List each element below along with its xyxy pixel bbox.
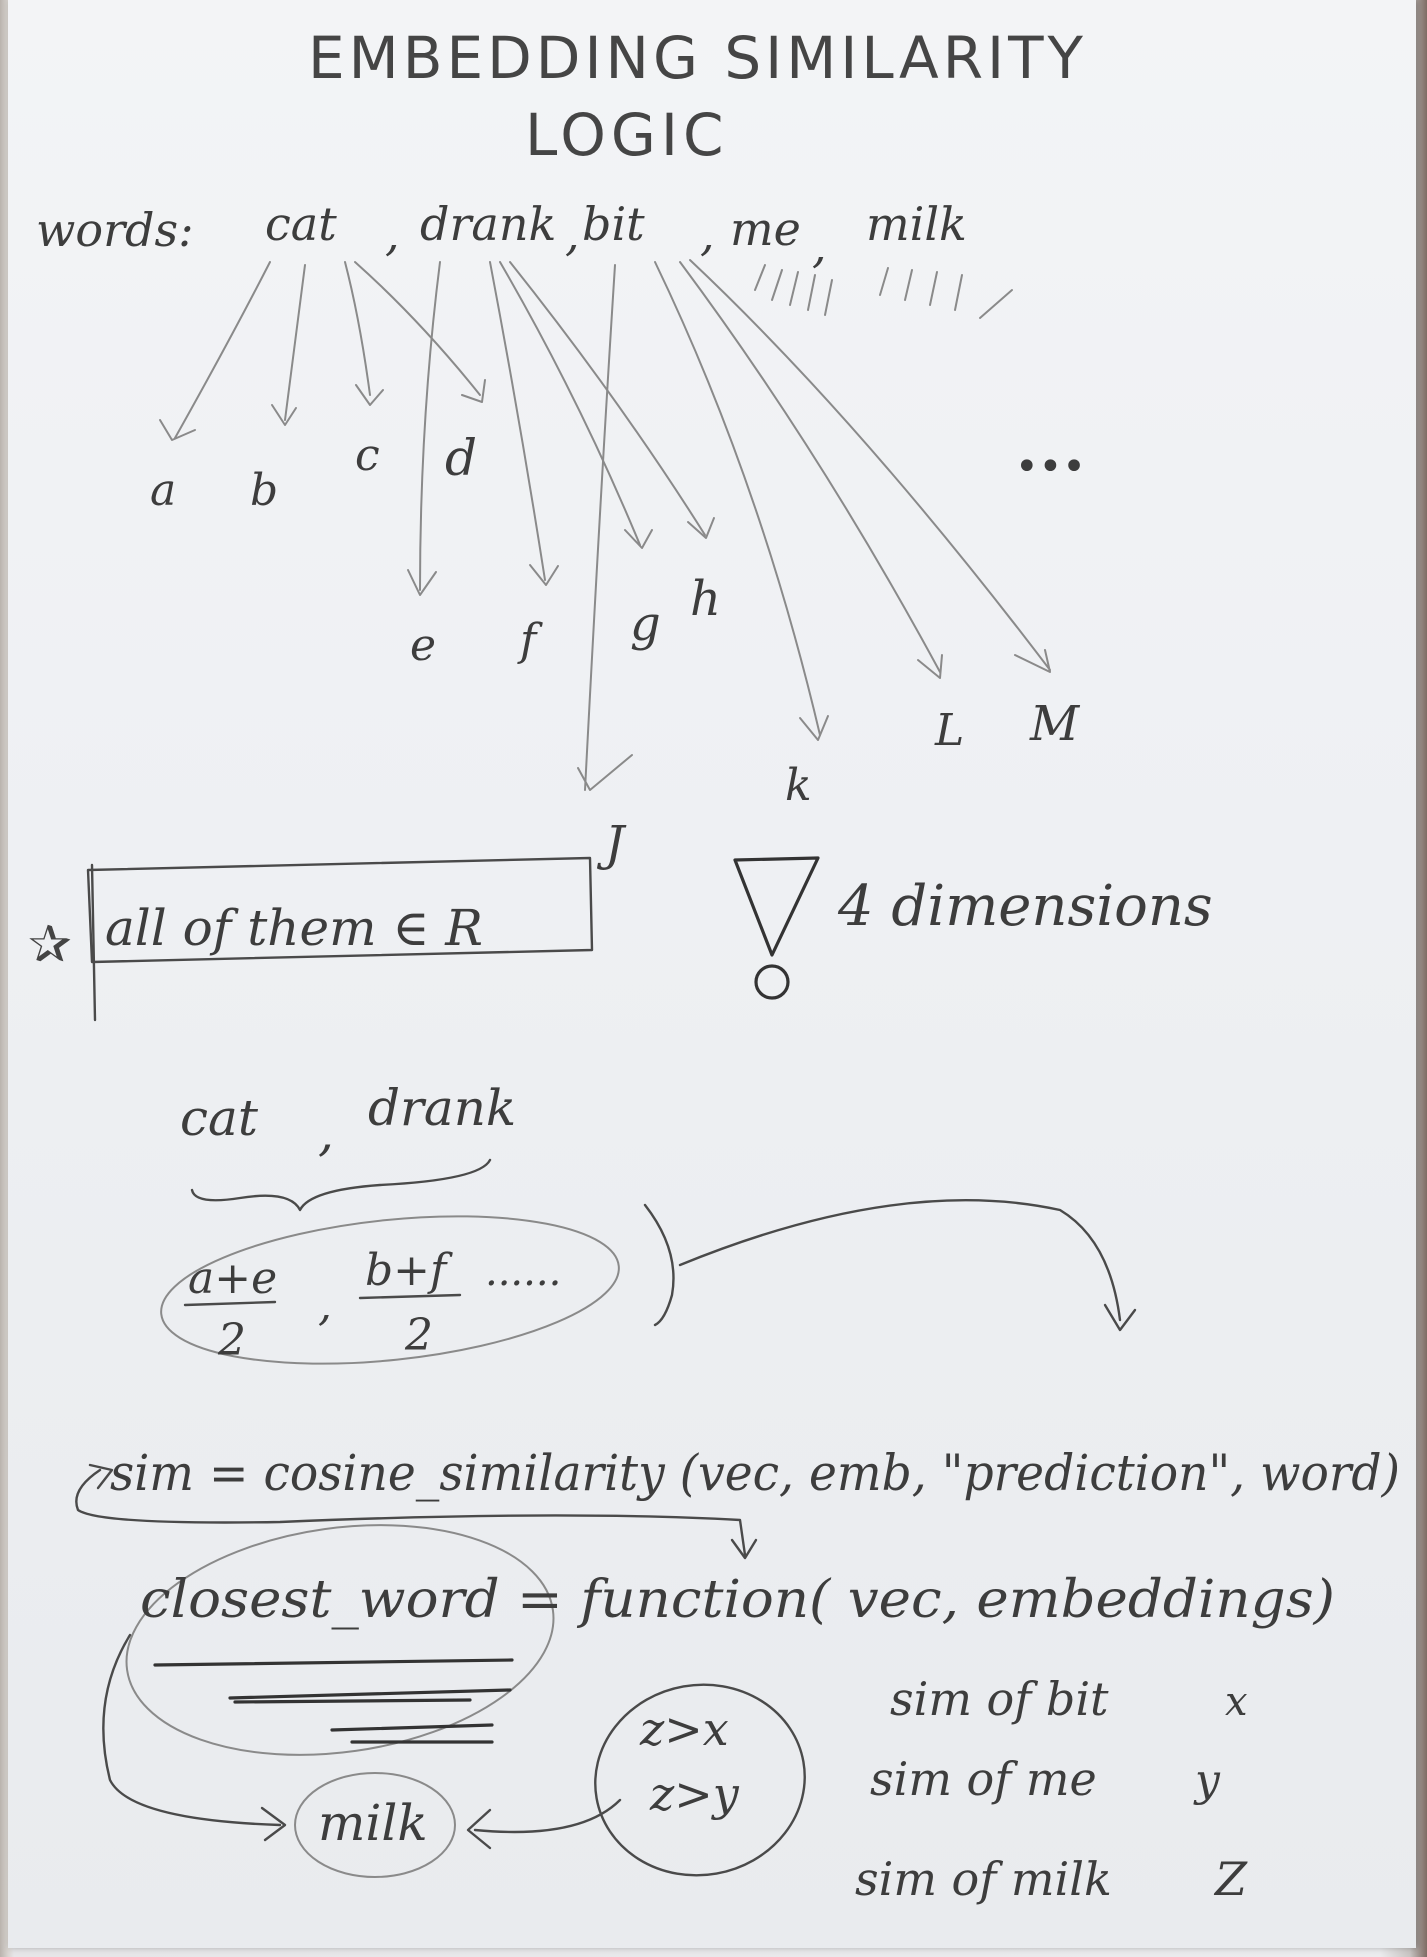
- sim-milk-text: sim of milk: [855, 1852, 1112, 1906]
- arrow-cat-a: [174, 261, 271, 439]
- notebook-page: [8, 0, 1416, 1948]
- averages-ellipsis: ......: [485, 1249, 561, 1295]
- exclamation-dot-icon: [754, 964, 790, 1000]
- dimension-h: h: [690, 571, 721, 627]
- word-me: me: [730, 202, 801, 256]
- comparison-outline: [594, 1683, 806, 1877]
- dimension-j: J: [596, 816, 627, 872]
- sim-milk-var: Z: [1213, 1852, 1248, 1906]
- comparison-1: z>x: [639, 1702, 729, 1756]
- arrow-bit-l: [679, 261, 941, 673]
- arrow-bit-k: [654, 261, 821, 736]
- dimensions-note: 4 dimensions: [837, 874, 1213, 939]
- dimension-a: a: [150, 465, 176, 516]
- milk-outline: [294, 1772, 456, 1878]
- sim-line: sim = cosine_similarity (vec, emb, "pred…: [110, 1444, 1400, 1502]
- pair-word-cat: cat: [180, 1089, 259, 1147]
- exclamation-icon: [733, 856, 820, 957]
- tally-marks: [754, 264, 1013, 319]
- average-1-denominator: 2: [217, 1315, 246, 1366]
- comparison-2: z>y: [649, 1767, 740, 1821]
- dimension-m: M: [1029, 696, 1081, 752]
- sim-me-text: sim of me: [870, 1752, 1097, 1806]
- word-cat: cat: [265, 197, 337, 251]
- ellipsis-more-dimensions: •••: [1015, 444, 1086, 490]
- title-line-1: EMBEDDING SIMILARITY: [308, 24, 1087, 92]
- arrow-drank-f: [489, 261, 546, 581]
- dimension-f: f: [517, 615, 543, 666]
- arrow-drank-h: [509, 261, 706, 536]
- sim-bit-var: x: [1225, 1679, 1248, 1725]
- word-drank: drank: [420, 197, 556, 251]
- dimension-b: b: [250, 465, 278, 516]
- average-1-numerator: a+e: [188, 1253, 277, 1304]
- dimension-c: c: [355, 430, 380, 481]
- word-separator-1: ,: [385, 207, 400, 261]
- arrow-to-milk: [102, 1633, 282, 1827]
- title-line-2: LOGIC: [525, 101, 728, 169]
- word-separator-4: ,: [812, 219, 827, 273]
- arrow-bit-m: [689, 259, 1051, 671]
- arrow-drank-e: [419, 261, 441, 591]
- real-numbers-text: all of them ∈ R: [105, 899, 483, 957]
- average-2-numerator: b+f: [365, 1245, 453, 1296]
- sim-me-var: y: [1193, 1755, 1221, 1806]
- closest-word-outline: [125, 1524, 555, 1756]
- arrow-cat-d: [354, 261, 481, 396]
- word-bit: bit: [582, 197, 645, 251]
- word-separator-3: ,: [700, 207, 715, 261]
- word-milk: milk: [866, 197, 967, 251]
- words-label: words:: [36, 203, 194, 257]
- mapping-arrows: [159, 259, 1051, 791]
- dimension-d: d: [445, 429, 477, 487]
- star-icon: ✰: [28, 915, 72, 975]
- closest-word-line: closest_word = function( vec, embeddings…: [140, 1570, 1335, 1630]
- loop-arrow: [75, 1468, 747, 1557]
- average-2-denominator: 2: [404, 1310, 433, 1361]
- pair-underbrace: [190, 1158, 492, 1212]
- dimension-l: L: [934, 705, 964, 756]
- real-numbers-box: [86, 856, 594, 964]
- dimension-k: k: [785, 760, 812, 811]
- averages-outline: [160, 1215, 620, 1365]
- sim-bit-text: sim of bit: [890, 1672, 1109, 1726]
- arrow-to-prediction: [678, 1199, 1122, 1322]
- averages-bracket: [643, 1203, 675, 1327]
- pair-comma: ,: [318, 1104, 334, 1162]
- arrow-cat-c: [344, 261, 371, 396]
- word-separator-2: ,: [565, 207, 580, 261]
- arrow-drank-g: [499, 261, 641, 546]
- arrow-comparison-to-milk: [473, 1798, 622, 1834]
- function-body-lines: [153, 1658, 514, 1744]
- arrow-bit-j: [584, 264, 616, 791]
- result-milk: milk: [318, 1794, 428, 1852]
- arrow-cat-b: [284, 264, 306, 421]
- dimension-e: e: [410, 620, 436, 671]
- averages-comma: ,: [318, 1280, 332, 1331]
- pair-word-drank: drank: [368, 1079, 516, 1137]
- dimension-g: g: [630, 596, 661, 652]
